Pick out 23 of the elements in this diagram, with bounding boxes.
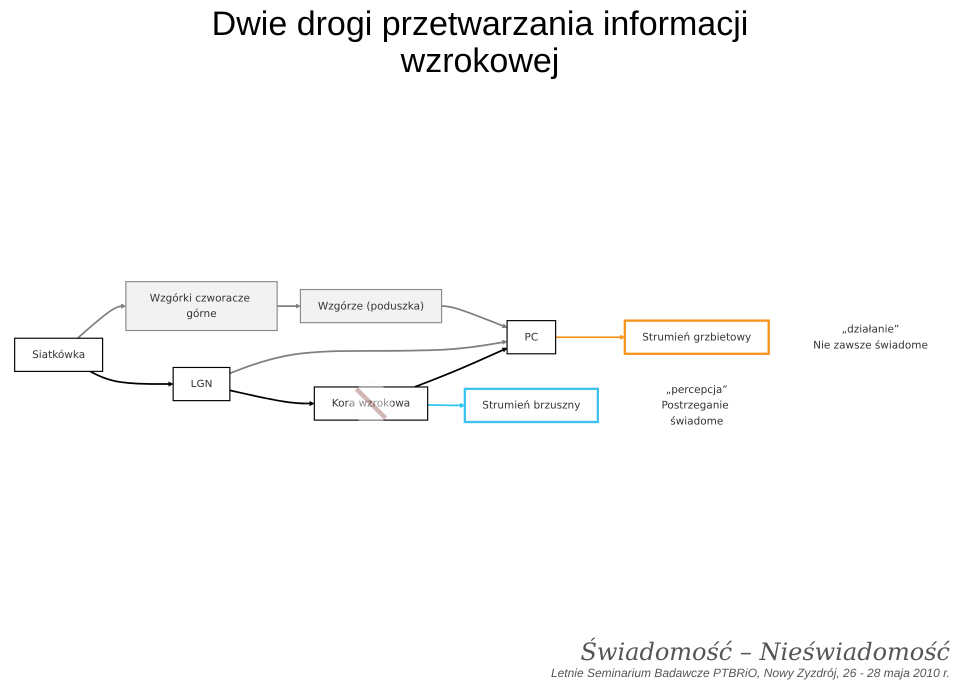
arrow <box>442 304 508 328</box>
node-label: Nie zawsze świadome <box>813 338 928 351</box>
node-label: „działanie” <box>842 322 900 336</box>
arrow <box>277 303 301 308</box>
node-label: Postrzeganie świadome <box>661 399 729 427</box>
node-box: LGN <box>172 366 230 401</box>
arrow <box>230 339 508 374</box>
arrow <box>76 303 126 339</box>
diagram-title: Dwie drogi przetwarzania informacji wzrokowej <box>210 6 750 81</box>
node-box: Wzgórze (poduszka) <box>300 288 442 323</box>
node-box: Siatkówka <box>14 337 104 372</box>
arrow <box>230 389 315 406</box>
arrow <box>428 402 466 408</box>
node-label: „percepcja” <box>666 383 728 396</box>
node-box: Strumień grzbietowy <box>624 319 770 355</box>
node-box: Strumień brzuszny <box>464 387 600 423</box>
arrow <box>556 334 626 340</box>
arrow <box>414 347 508 388</box>
arrow <box>90 370 174 386</box>
footer-heading: Świadomość – Nieświadomość <box>580 638 950 666</box>
node-box: PC <box>506 320 556 354</box>
node-box: Wzgórki czworacze górne <box>125 280 278 331</box>
footer-note: Letnie Seminarium Badawcze PTBRiO, Nowy Zyzdrój, 26 - 28 maja 2010 r. <box>550 666 950 680</box>
